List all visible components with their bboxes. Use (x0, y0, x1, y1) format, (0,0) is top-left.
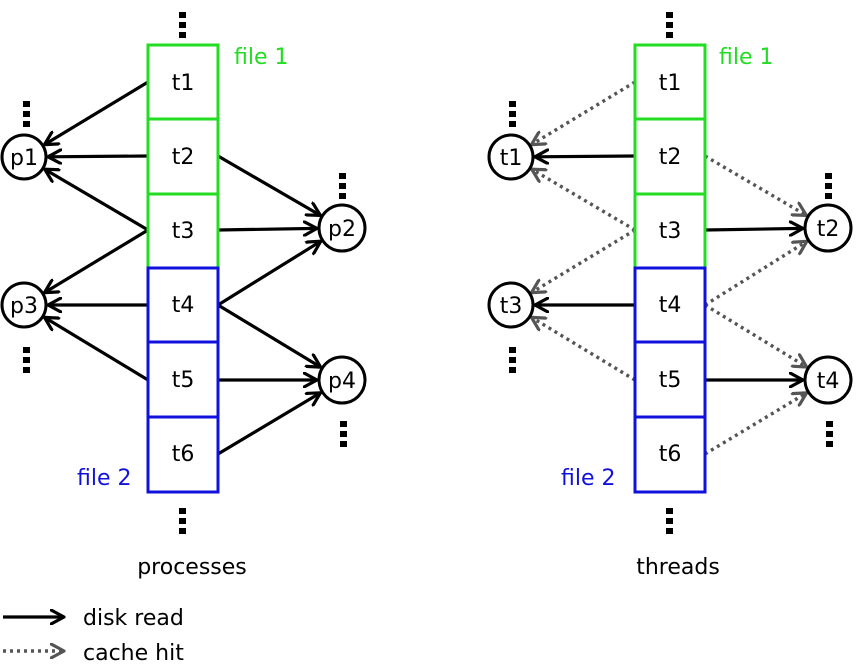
node-label: p2 (328, 217, 356, 242)
disk-read-arrow-t4-to-p4 (217, 303, 321, 367)
processes-panel: t1 t2 t3 t4 t5 t6 file 1 file 2 (0, 12, 367, 580)
tile-t4 (633, 266, 707, 344)
disk-read-arrow-t2-to-p2 (217, 154, 320, 215)
disk-read-arrow-t2-to-t1 (535, 156, 636, 157)
panel-caption: processes (137, 555, 247, 580)
ellipsis-icon (509, 347, 516, 373)
tile-t3 (633, 192, 707, 270)
tile-t1 (146, 43, 220, 121)
cache-hit-arrow-t5-to-t3 (532, 317, 636, 382)
tile-label: t2 (659, 145, 682, 170)
processes-edges (45, 80, 321, 456)
node-label: t4 (817, 369, 840, 394)
tile-label: t4 (172, 293, 195, 318)
ellipsis-icon (23, 347, 30, 373)
tile-t5 (633, 340, 707, 419)
tile-t4 (146, 266, 220, 344)
tile-t6 (146, 415, 220, 494)
cache-hit-arrow-t3-to-t1 (532, 169, 636, 232)
process-node-p2: p2 (317, 203, 367, 253)
thread-node-t1: t1 (487, 133, 535, 181)
disk-read-arrow-t3-to-t2 (704, 228, 803, 230)
cache-hit-arrow-t2-to-t2 (704, 154, 806, 215)
node-label: t1 (500, 146, 523, 171)
ellipsis-icon (826, 421, 833, 447)
ellipsis-icon (666, 12, 673, 38)
ellipsis-icon (179, 12, 186, 38)
ellipsis-icon (509, 101, 516, 127)
threads-edges (532, 80, 807, 456)
node-label: t3 (500, 294, 523, 319)
panel-caption: threads (636, 555, 720, 580)
process-node-p1: p1 (0, 133, 48, 181)
ellipsis-icon (23, 101, 30, 127)
ellipsis-icon (825, 173, 832, 199)
file-2-label: file 2 (561, 466, 616, 491)
tile-label: t6 (172, 442, 195, 467)
thread-node-t3: t3 (487, 281, 535, 329)
disk-read-arrow-t2-to-p1 (48, 156, 149, 157)
threads-panel: t1 t2 t3 t4 t5 t6 file 1 file 2 t1 (487, 12, 853, 580)
node-label: t2 (817, 217, 840, 242)
cache-hit-arrow-t3-to-t3 (532, 228, 636, 293)
tile-label: t1 (659, 71, 682, 96)
disk-read-arrow-t4-to-p2 (217, 241, 321, 307)
tile-t1 (633, 43, 707, 121)
tile-column: t1 t2 t3 t4 t5 t6 (146, 43, 220, 494)
tile-label: t6 (659, 442, 682, 467)
file-2-label: file 2 (77, 466, 132, 491)
disk-read-arrow-t3-to-p2 (217, 228, 317, 230)
tile-t2 (146, 117, 220, 196)
disk-read-arrow-t1-to-p1 (45, 80, 149, 145)
tile-label: t5 (172, 368, 195, 393)
thread-node-t2: t2 (803, 203, 853, 253)
cache-hit-legend-label: cache hit (83, 641, 184, 666)
tile-t2 (633, 117, 707, 196)
legend: disk read cache hit (3, 606, 184, 666)
node-label: p4 (328, 369, 356, 394)
file-1-label: file 1 (719, 45, 774, 70)
ellipsis-icon (340, 421, 347, 447)
disk-read-arrow-t3-to-p3 (45, 228, 149, 293)
ellipsis-icon (666, 508, 673, 534)
tile-label: t3 (172, 219, 195, 244)
node-label: p1 (10, 146, 38, 171)
tile-label: t2 (172, 145, 195, 170)
tile-label: t4 (659, 293, 682, 318)
ellipsis-icon (339, 173, 346, 199)
tile-label: t1 (172, 71, 195, 96)
tile-t6 (633, 415, 707, 494)
tile-label: t3 (659, 219, 682, 244)
cache-hit-arrow-t4-to-t4 (704, 303, 807, 367)
process-node-p4: p4 (317, 355, 367, 405)
tile-label: t5 (659, 368, 682, 393)
tile-column: t1 t2 t3 t4 t5 t6 (633, 43, 707, 494)
ellipsis-icon (179, 508, 186, 534)
disk-read-arrow-t3-to-p1 (45, 169, 149, 232)
disk-read-arrow-t5-to-p3 (45, 317, 149, 382)
disk-read-arrow-t6-to-p4 (217, 393, 321, 456)
thread-node-t4: t4 (803, 355, 853, 405)
process-node-p3: p3 (0, 281, 48, 329)
cache-hit-arrow-t4-to-t2 (704, 241, 807, 307)
file-1-label: file 1 (234, 45, 289, 70)
cache-hit-arrow-t1-to-t1 (532, 80, 636, 145)
node-label: p3 (10, 294, 38, 319)
disk-read-legend-label: disk read (83, 606, 184, 631)
cache-hit-arrow-t6-to-t4 (704, 393, 807, 456)
